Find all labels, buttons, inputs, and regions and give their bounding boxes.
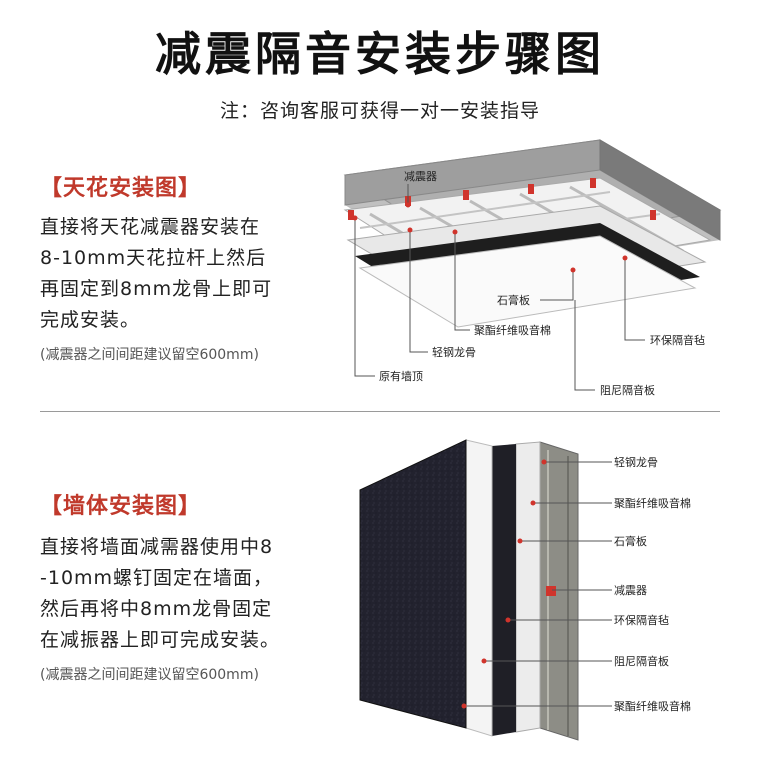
ceiling-damper <box>590 178 596 188</box>
wall-heading-text: 墙体安装图 <box>63 494 179 519</box>
ceiling-label-damping-board: 阻尼隔音板 <box>600 383 655 397</box>
ceiling-section-heading: 【天花安装图】 <box>40 176 202 201</box>
wall-label-polyester-2: 聚酯纤维吸音棉 <box>614 699 691 713</box>
ceiling-label-damper: 减震器 <box>404 170 437 183</box>
ceiling-damper <box>463 190 469 200</box>
ceiling-label-original: 原有墙顶 <box>379 369 423 383</box>
wall-label-damper: 减震器 <box>614 584 647 597</box>
wall-acoustic-panel <box>359 439 467 729</box>
wall-label-polyester-1: 聚酯纤维吸音棉 <box>614 496 691 510</box>
ceiling-damper <box>650 210 656 220</box>
ceiling-desc-line: 8-10mm天花拉杆上然后 <box>40 247 267 269</box>
page-subtitle: 注：咨询客服可获得一对一安装指导 <box>219 100 540 122</box>
wall-felt-layer <box>492 444 516 736</box>
ceiling-heading-text: 天花安装图 <box>63 176 179 201</box>
wall-keel-layer <box>539 441 579 741</box>
ceiling-desc-line: 再固定到8mm龙骨上即可 <box>40 278 273 300</box>
wall-desc-line: 在减振器上即可完成安装。 <box>40 629 281 651</box>
ceiling-damper <box>528 184 534 194</box>
wall-desc-line: 直接将墙面减需器使用中8 <box>40 536 274 558</box>
wall-label-felt: 环保隔音毡 <box>614 613 669 627</box>
ceiling-desc-line: 直接将天花减震器安装在 <box>40 216 261 238</box>
ceiling-damper <box>348 210 354 220</box>
wall-damping-board <box>465 439 493 737</box>
wall-desc-line: 然后再将中8mm龙骨固定 <box>40 598 273 620</box>
ceiling-label-keel: 轻钢龙骨 <box>432 345 476 359</box>
ceiling-description: 直接将天花减震器安装在 8-10mm天花拉杆上然后 再固定到8mm龙骨上即可 完… <box>40 212 350 336</box>
ceiling-label-polyester: 聚酯纤维吸音棉 <box>474 323 551 337</box>
ceiling-label-felt: 环保隔音毡 <box>650 333 705 347</box>
ceiling-label-gypsum: 石膏板 <box>497 293 530 307</box>
wall-desc-line: -10mm螺钉固定在墙面， <box>40 567 274 589</box>
ceiling-note: (减震器之间间距建议留空600mm) <box>40 347 259 363</box>
page-title: 减震隔音安装步骤图 <box>155 27 605 81</box>
ceiling-desc-line: 完成安装。 <box>40 309 141 331</box>
wall-label-keel: 轻钢龙骨 <box>614 455 658 469</box>
wall-damper <box>546 586 556 596</box>
wall-note: (减震器之间间距建议留空600mm) <box>40 667 259 683</box>
wall-section-heading: 【墙体安装图】 <box>40 494 202 519</box>
damping-board-layer <box>358 235 697 328</box>
section-divider <box>40 411 720 412</box>
wall-description: 直接将墙面减需器使用中8 -10mm螺钉固定在墙面， 然后再将中8mm龙骨固定 … <box>40 532 350 656</box>
wall-label-gypsum: 石膏板 <box>614 534 647 548</box>
wall-cotton-layer <box>515 441 541 733</box>
wall-label-damping-board: 阻尼隔音板 <box>614 654 669 668</box>
ceiling-diagram: 减震器 石膏板 聚酯纤维吸音棉 环保隔音毡 轻钢龙骨 原有墙顶 阻尼隔音板 <box>343 139 722 397</box>
wall-diagram: 轻钢龙骨 聚酯纤维吸音棉 石膏板 减震器 环保隔音毡 阻尼隔音板 聚酯纤维吸音棉 <box>359 439 691 741</box>
